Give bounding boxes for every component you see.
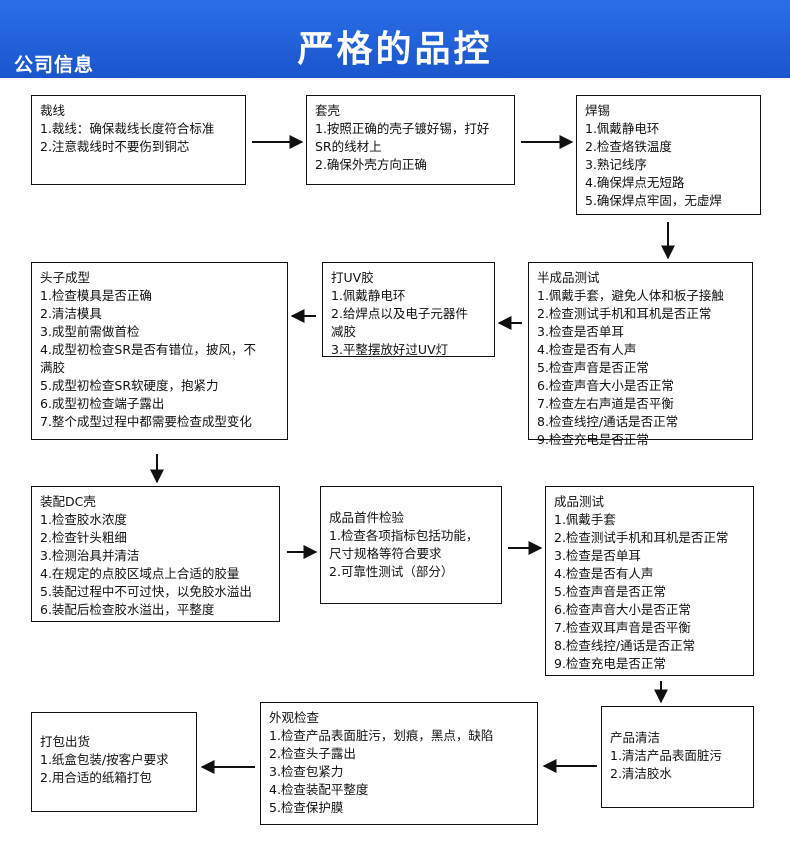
step-item: 5.确保焊点牢固，无虚焊 (585, 193, 722, 208)
step-box-caixian: 裁线 1.裁线：确保裁线长度符合标准 2.注意裁线时不要伤到铜芯 (31, 95, 246, 185)
step-item: 2.注意裁线时不要伤到铜芯 (40, 139, 190, 154)
step-item: 1.按照正确的壳子镀好锡，打好 (315, 121, 490, 136)
step-item: 1.佩戴静电环 (331, 288, 406, 303)
step-item: 1.检查模具是否正确 (40, 288, 152, 303)
step-item: 3.检查是否单耳 (537, 324, 624, 339)
step-item: 1.佩戴手套，避免人体和板子接触 (537, 288, 724, 303)
step-item: 3.检测治具并清洁 (40, 548, 140, 563)
step-item: 2.可靠性测试（部分） (329, 564, 454, 579)
step-title: 打UV胶 (331, 270, 374, 285)
step-box-taoke: 套壳 1.按照正确的壳子镀好锡，打好 SR的线材上 2.确保外壳方向正确 (306, 95, 515, 185)
step-item: 3.检查包紧力 (269, 764, 344, 779)
step-item: 2.检查测试手机和耳机是否正常 (554, 530, 729, 545)
step-item: 2.清洁模具 (40, 306, 102, 321)
step-item: 9.检查充电是否正常 (537, 432, 649, 447)
step-item: 4.确保焊点无短路 (585, 175, 685, 190)
step-title: 成品测试 (554, 494, 605, 509)
step-item: 4.检查是否有人声 (537, 342, 637, 357)
step-item: 5.检查声音是否正常 (554, 584, 666, 599)
step-item: 3.检查是否单耳 (554, 548, 641, 563)
step-item: 5.检查保护膜 (269, 800, 344, 815)
step-item: 5.成型初检查SR软硬度，抱紧力 (40, 378, 219, 393)
step-item: 2.给焊点以及电子元器件 (331, 306, 468, 321)
step-item: 4.在规定的点胶区域点上合适的胶量 (40, 566, 240, 581)
step-title: 头子成型 (40, 270, 91, 285)
step-title: 外观检查 (269, 710, 320, 725)
step-box-touzi: 头子成型 1.检查模具是否正确 2.清洁模具 3.成型前需做首检 4.成型初检查… (31, 262, 288, 440)
step-item: 4.成型初检查SR是否有错位，披风，不 (40, 342, 257, 357)
step-item: 满胶 (40, 360, 66, 375)
header-banner: 公司信息 严格的品控 (0, 0, 790, 78)
step-item: 2.检查针头粗细 (40, 530, 127, 545)
step-item: SR的线材上 (315, 139, 382, 154)
step-item: 6.检查声音大小是否正常 (537, 378, 674, 393)
step-item: 1.裁线：确保裁线长度符合标准 (40, 121, 215, 136)
step-item: 2.检查测试手机和耳机是否正常 (537, 306, 712, 321)
step-item: 4.检查是否有人声 (554, 566, 654, 581)
page-title: 严格的品控 (297, 29, 493, 70)
step-item: 1.清洁产品表面脏污 (610, 748, 722, 763)
step-item: 1.佩戴静电环 (585, 121, 660, 136)
step-box-zhuangpei: 装配DC壳 1.检查胶水浓度 2.检查针头粗细 3.检测治具并清洁 4.在规定的… (31, 486, 280, 622)
step-item: 7.整个成型过程中都需要检查成型变化 (40, 414, 252, 429)
step-box-dabao: 打包出货 1.纸盒包装/按客户要求 2.用合适的纸箱打包 (31, 712, 197, 812)
step-box-qingjie: 产品清洁 1.清洁产品表面脏污 2.清洁胶水 (601, 706, 754, 808)
step-item: 1.佩戴手套 (554, 512, 616, 527)
step-item: 4.检查装配平整度 (269, 782, 369, 797)
step-item: 9.检查充电是否正常 (554, 656, 666, 671)
step-item: 1.检查产品表面脏污，划痕，黑点，缺陷 (269, 728, 494, 743)
step-item: 2.检查头子露出 (269, 746, 356, 761)
step-item: 5.装配过程中不可过快，以免胶水溢出 (40, 584, 252, 599)
step-item: 2.用合适的纸箱打包 (40, 770, 152, 785)
company-info-label: 公司信息 (14, 54, 95, 76)
step-item: 2.检查烙铁温度 (585, 139, 672, 154)
step-box-waiguan: 外观检查 1.检查产品表面脏污，划痕，黑点，缺陷 2.检查头子露出 3.检查包紧… (260, 702, 538, 825)
step-title: 产品清洁 (610, 730, 661, 745)
step-item: 5.检查声音是否正常 (537, 360, 649, 375)
step-item: 3.平整摆放好过UV灯 (331, 342, 449, 357)
step-box-chengpin: 成品测试 1.佩戴手套 2.检查测试手机和耳机是否正常 3.检查是否单耳 4.检… (545, 486, 754, 676)
step-item: 1.检查各项指标包括功能， (329, 528, 479, 543)
step-box-hanxi: 焊锡 1.佩戴静电环 2.检查烙铁温度 3.熟记线序 4.确保焊点无短路 5.确… (576, 95, 761, 215)
step-item: 6.成型初检查端子露出 (40, 396, 165, 411)
step-box-uv: 打UV胶 1.佩戴静电环 2.给焊点以及电子元器件 减胶 3.平整摆放好过UV灯 (322, 262, 495, 357)
step-item: 8.检查线控/通话是否正常 (554, 638, 696, 653)
step-item: 7.检查双耳声音是否平衡 (554, 620, 691, 635)
step-title: 焊锡 (585, 103, 611, 118)
step-item: 6.检查声音大小是否正常 (554, 602, 691, 617)
step-item: 减胶 (331, 324, 357, 339)
step-item: 2.清洁胶水 (610, 766, 672, 781)
step-item: 6.装配后检查胶水溢出，平整度 (40, 602, 215, 617)
step-title: 半成品测试 (537, 270, 600, 285)
step-title: 套壳 (315, 103, 341, 118)
step-item: 8.检查线控/通话是否正常 (537, 414, 679, 429)
step-item: 1.检查胶水浓度 (40, 512, 127, 527)
step-item: 3.熟记线序 (585, 157, 647, 172)
step-title: 装配DC壳 (40, 494, 96, 509)
step-box-banchengpin: 半成品测试 1.佩戴手套，避免人体和板子接触 2.检查测试手机和耳机是否正常 3… (528, 262, 753, 447)
step-item: 1.纸盒包装/按客户要求 (40, 752, 169, 767)
step-item: 3.成型前需做首检 (40, 324, 140, 339)
step-title: 打包出货 (40, 734, 91, 749)
step-item: 7.检查左右声道是否平衡 (537, 396, 674, 411)
step-box-shoujian: 成品首件检验 1.检查各项指标包括功能， 尺寸规格等符合要求 2.可靠性测试（部… (320, 486, 502, 604)
step-item: 尺寸规格等符合要求 (329, 546, 442, 561)
step-title: 成品首件检验 (329, 510, 405, 525)
step-item: 2.确保外壳方向正确 (315, 157, 427, 172)
step-title: 裁线 (40, 103, 66, 118)
